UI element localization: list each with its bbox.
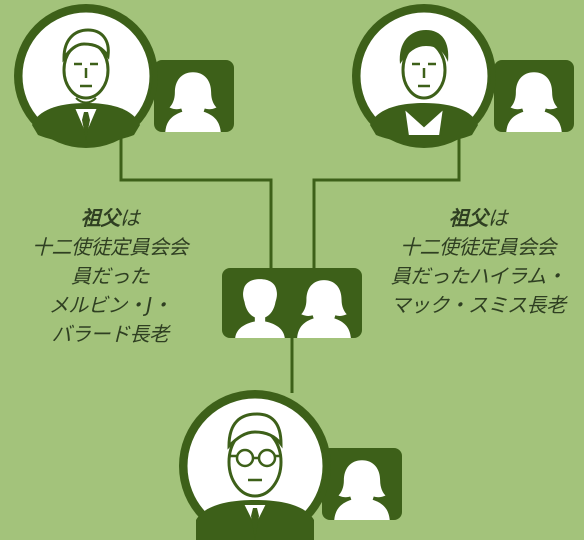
right-grandfather-caption: 祖父は 十二使徒定員会会 員だったハイラム・ マック・スミス長老 <box>372 204 584 320</box>
caption-heading-bold: 祖父 <box>80 206 121 230</box>
man-portrait-icon <box>352 4 496 148</box>
caption-line: メルビン・J・ <box>48 293 172 317</box>
connector-lines <box>119 133 461 393</box>
caption-line: マック・スミス長老 <box>390 293 566 317</box>
caption-line: 員だったハイラム・ <box>390 264 566 288</box>
caption-heading-bold: 祖父 <box>448 206 489 230</box>
caption-heading-rest: は <box>487 206 508 230</box>
self-node <box>179 390 402 540</box>
caption-line: バラード長老 <box>51 322 170 346</box>
man-portrait-icon <box>14 4 158 148</box>
parents-node <box>222 268 362 338</box>
connector-left <box>119 133 273 268</box>
grandparents-left-node <box>14 4 234 148</box>
left-grandfather-caption: 祖父は 十二使徒定員会会 員だった メルビン・J・ バラード長老 <box>10 204 210 349</box>
caption-line: 十二使徒定員会会 <box>400 235 557 259</box>
caption-heading-rest: は <box>119 206 140 230</box>
caption-line: 員だった <box>71 264 150 288</box>
man-with-glasses-portrait-icon <box>179 390 331 540</box>
caption-line: 十二使徒定員会会 <box>32 235 189 259</box>
caption-heading: 祖父は <box>10 204 210 233</box>
grandparents-right-node <box>352 4 574 148</box>
caption-heading: 祖父は <box>372 204 584 233</box>
connector-right <box>312 133 461 268</box>
